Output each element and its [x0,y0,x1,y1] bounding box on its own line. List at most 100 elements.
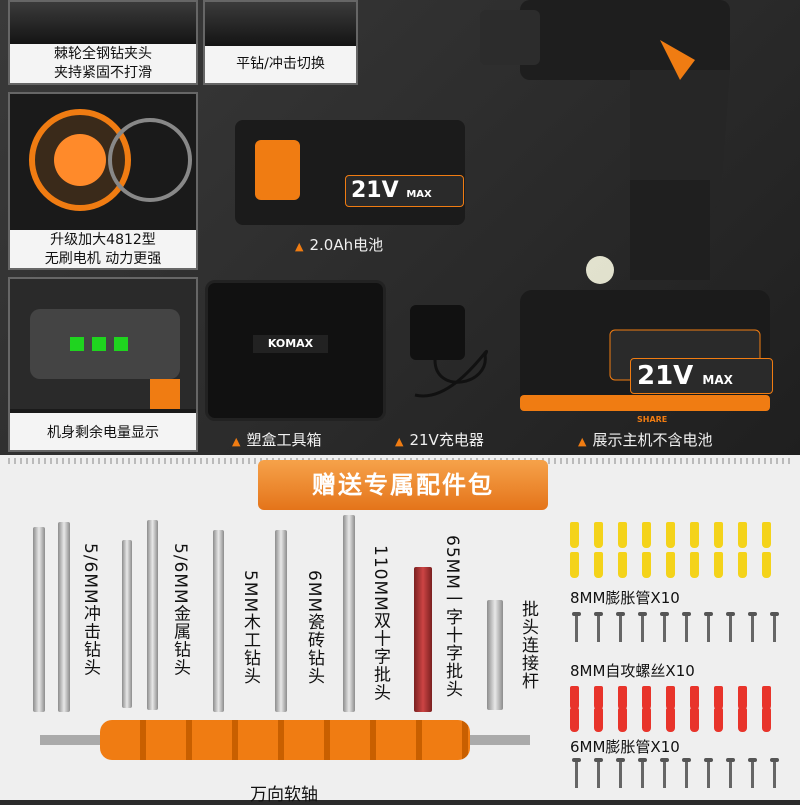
anchor [714,552,723,578]
anchor [690,708,699,732]
motor-caption-line2: 无刷电机 动力更强 [44,251,162,267]
flex-shaft-end [470,735,530,745]
anchor [762,522,771,548]
anchor [618,522,627,548]
screw [704,612,713,642]
toolbox-brand: KOMAX [253,335,328,353]
screw [660,758,669,788]
bit-holder [487,600,503,710]
host-voltage: 21V [637,361,694,391]
battery-label: 21V MAX [345,175,464,207]
anchor [594,686,603,710]
yellow-anchor-group [570,522,790,582]
power-indicator-illustration [10,279,196,409]
screw [770,758,779,788]
motor-caption-line1: 升级加大4812型 [50,232,156,248]
triangle-icon: ▲ [395,435,404,448]
screw [726,758,735,788]
anchor [666,708,675,732]
anchor [714,522,723,548]
screw [572,758,581,788]
power-display-panel: 机身剩余电量显示 [8,277,198,452]
anchor [570,686,579,710]
screw [748,612,757,642]
host-caption-text: 展示主机不含电池 [592,431,713,449]
battery-voltage: 21V [351,178,399,203]
anchor [618,708,627,732]
anchor [714,686,723,710]
wood-bit [213,530,224,712]
screw [770,612,779,642]
anchor [762,708,771,732]
anchor [642,686,651,710]
switch-caption: 平钻/冲击切换 [205,46,356,83]
screw-group [572,612,790,652]
anchor [642,708,651,732]
phillips-bit-label: 110MM双十字批头 [370,545,390,702]
anchor [570,552,579,578]
slot-phillips-bit [414,567,432,712]
slot-phillips-bit-label: 65MM一字十字批头 [442,535,462,698]
flex-shaft-label: 万向软轴 [250,785,318,805]
anchor [594,522,603,548]
power-display-caption: 机身剩余电量显示 [10,413,196,450]
motor-caption: 升级加大4812型 无刷电机 动力更强 [10,230,196,268]
tile-bit [275,530,287,712]
screw [616,612,625,642]
battery-illustration: 21V MAX [235,120,465,225]
host-battery-label: 21V MAX SHARE [630,358,773,424]
flex-shaft [100,720,470,760]
host-max: MAX [702,373,733,387]
impact-bit [58,522,70,712]
chuck-feature-panel: 棘轮全钢钻夹头 夹持紧固不打滑 [8,0,198,85]
anchor [666,552,675,578]
anchor [762,552,771,578]
metal-bit [147,520,158,710]
screw [616,758,625,788]
impact-bit-label: 5/6MM冲击钻头 [80,543,100,677]
host-caption: ▲ 展示主机不含电池 [578,429,712,450]
anchor [738,708,747,732]
anchor [570,708,579,732]
charger-illustration [410,305,488,398]
motor-illustration [10,94,196,226]
red-anchor-label: 6MM膨胀管X10 [570,738,680,756]
anchor [738,686,747,710]
metal-bit-label: 5/6MM金属钻头 [170,543,190,677]
battery-caption-text: 2.0Ah电池 [309,236,384,254]
anchor [762,686,771,710]
screw [726,612,735,642]
switch-feature-panel: 平钻/冲击切换 [203,0,358,85]
chuck-caption: 棘轮全钢钻夹头 夹持紧固不打滑 [10,44,196,83]
toolbox-illustration: KOMAX [205,280,386,421]
anchor [690,686,699,710]
anchor [666,522,675,548]
chuck-caption-line1: 棘轮全钢钻夹头 [54,46,152,62]
impact-bit [33,527,45,712]
anchor [594,708,603,732]
screw [638,758,647,788]
anchor [738,522,747,548]
screw [704,758,713,788]
screw [594,758,603,788]
triangle-icon: ▲ [295,240,304,253]
flex-shaft-tip [40,735,100,745]
toolbox-caption: ▲塑盒工具箱 [232,429,321,450]
anchor [594,552,603,578]
anchor [570,522,579,548]
triangle-icon: ▲ [578,435,587,448]
chuck-caption-line2: 夹持紧固不打滑 [54,65,152,81]
screw [682,612,691,642]
screw [638,612,647,642]
motor-feature-panel: 升级加大4812型 无刷电机 动力更强 [8,92,198,270]
screw [682,758,691,788]
battery-max: MAX [406,189,432,200]
bit-holder-label: 批头连接杆 [518,600,538,690]
anchor [618,686,627,710]
anchor [642,522,651,548]
screw [594,612,603,642]
accessory-title: 赠送专属配件包 [258,460,548,510]
anchor [642,552,651,578]
triangle-icon: ▲ [232,435,241,448]
red-anchor-group [570,686,790,732]
